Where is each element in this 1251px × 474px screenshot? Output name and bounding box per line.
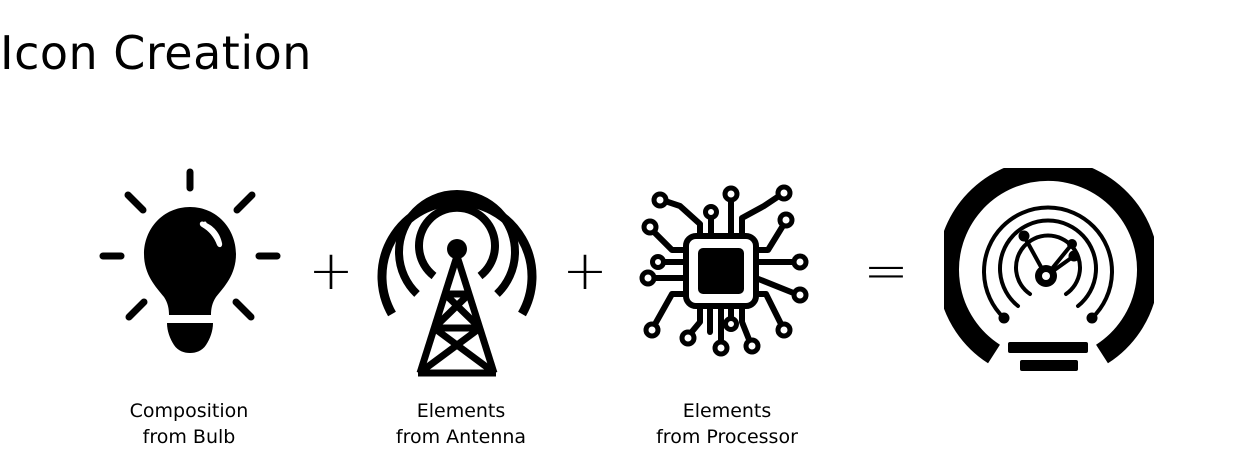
plus-operator: + <box>562 239 608 302</box>
caption-bulb: Composition from Bulb <box>89 398 289 450</box>
plus-operator: + <box>308 239 354 302</box>
lightbulb-icon <box>99 168 281 353</box>
caption-line: from Antenna <box>395 426 527 448</box>
caption-line: from Bulb <box>142 426 236 448</box>
combined-result-icon <box>944 168 1154 371</box>
caption-antenna: Elements from Antenna <box>361 398 561 450</box>
caption-line: Elements <box>682 400 772 422</box>
processor-chip-icon <box>639 184 809 357</box>
caption-processor: Elements from Processor <box>627 398 827 450</box>
antenna-tower-icon <box>377 190 537 377</box>
equals-operator: = <box>863 239 909 302</box>
caption-line: Elements <box>416 400 506 422</box>
caption-line: Composition <box>129 400 249 422</box>
caption-line: from Processor <box>656 426 798 448</box>
page-title: Icon Creation <box>0 26 312 80</box>
